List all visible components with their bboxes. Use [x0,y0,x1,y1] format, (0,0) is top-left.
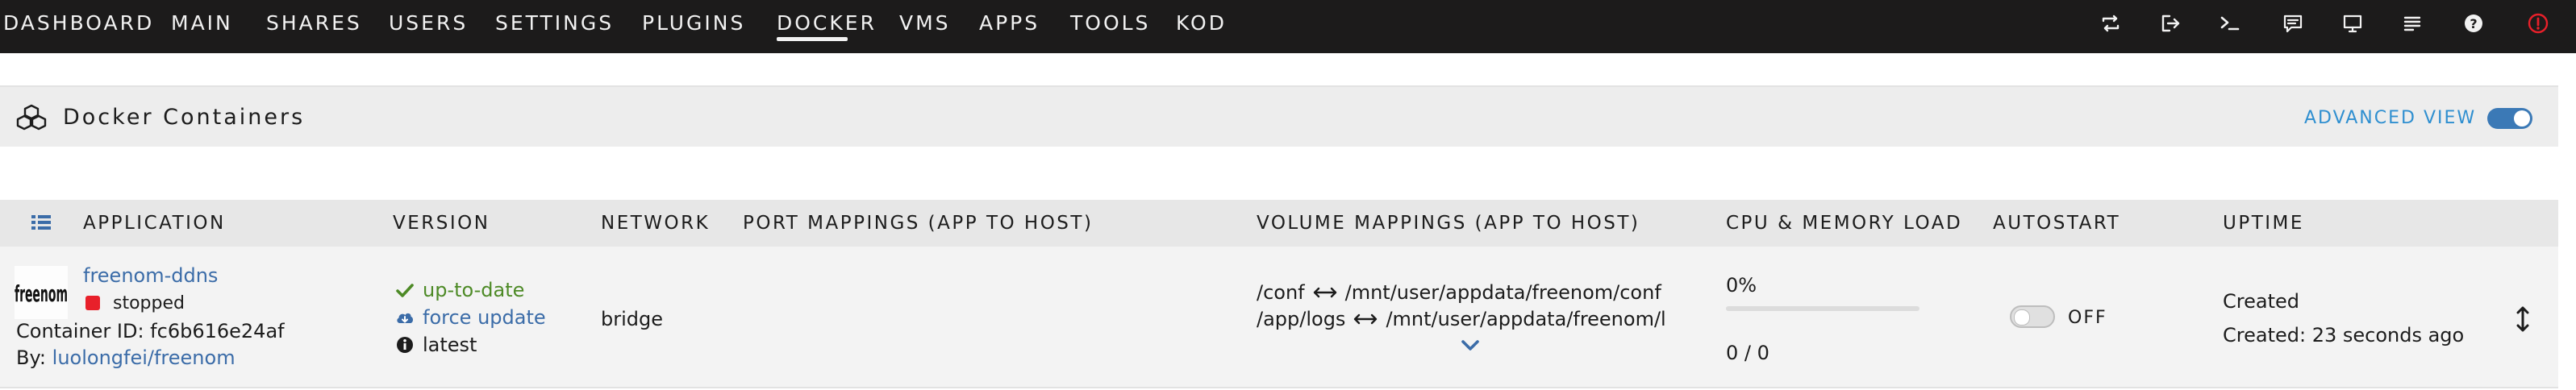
column-header-application[interactable]: APPLICATION [83,213,226,234]
top-navbar: DASHBOARD MAIN SHARES USERS SETTINGS PLU… [0,0,2576,53]
bidirectional-arrow-icon [1311,281,1339,298]
check-icon [395,280,415,300]
autostart-label: OFF [2068,308,2107,328]
nav-item-plugins[interactable]: PLUGINS [642,11,746,35]
container-status-text: stopped [113,293,185,313]
drag-handle-icon[interactable] [2513,305,2532,334]
uptime-detail: Created: 23 seconds ago [2223,324,2465,346]
log-icon[interactable] [2399,10,2426,37]
cloud-download-icon [395,308,415,327]
section-titlebar: Docker Containers ADVANCED VIEW [0,85,2558,147]
switch-icon[interactable] [2097,10,2124,37]
help-icon[interactable]: ? [2460,10,2487,37]
column-header-cpu-memory[interactable]: CPU & MEMORY LOAD [1726,213,1963,234]
container-logo[interactable]: freenom [15,266,68,319]
volume-host-path: /mnt/user/appdata/freenom/conf [1344,281,1661,304]
column-header-volume-mappings[interactable]: VOLUME MAPPINGS (APP TO HOST) [1257,213,1640,234]
bidirectional-arrow-icon [1352,308,1379,325]
status-stopped-indicator [85,296,100,310]
page-title: Docker Containers [63,105,306,130]
network-mode: bridge [601,308,664,330]
container-logo-text: freenom [15,280,68,307]
nav-item-users[interactable]: USERS [389,11,469,35]
nav-item-vms[interactable]: VMS [899,11,951,35]
container-name-link[interactable]: freenom-ddns [83,264,219,287]
logout-icon[interactable] [2157,10,2184,37]
nav-item-apps[interactable]: APPS [979,11,1040,35]
author-link[interactable]: luolongfei/freenom [52,346,236,369]
nav-item-tools[interactable]: TOOLS [1070,11,1151,35]
container-id: Container ID: fc6b616e24af [16,320,285,342]
table-header: APPLICATION VERSION NETWORK PORT MAPPING… [0,200,2558,247]
desktop-icon[interactable] [2339,10,2366,37]
advanced-view-label[interactable]: ADVANCED VIEW [2304,108,2477,128]
volume-app-path: /app/logs [1257,308,1346,330]
table-row: freenom freenom-ddns stopped Container I… [0,247,2558,388]
nav-active-underline [777,37,848,41]
author-by-label: By: [16,346,47,369]
column-header-network[interactable]: NETWORK [601,213,711,234]
autostart-toggle[interactable] [2010,305,2055,328]
alert-icon[interactable] [2524,10,2552,37]
container-author: By: luolongfei/freenom [16,346,236,369]
cpu-load-bar [1726,306,1919,311]
version-status: up-to-date [395,279,524,301]
container-status: stopped [85,293,185,313]
nav-item-docker[interactable]: DOCKER [777,11,877,35]
memory-load: 0 / 0 [1726,342,1769,364]
advanced-view-toggle[interactable] [2487,108,2532,129]
volume-mapping: /conf/mnt/user/appdata/freenom/conf [1257,281,1661,304]
feedback-icon[interactable] [2279,10,2307,37]
nav-item-main[interactable]: MAIN [171,11,233,35]
cpu-load: 0% [1726,274,1757,297]
nav-item-dashboard[interactable]: DASHBOARD [3,11,155,35]
volume-app-path: /conf [1257,281,1305,304]
version-status-text: up-to-date [423,279,525,301]
volume-mapping: /app/logs/mnt/user/appdata/freenom/l [1257,308,1666,330]
nav-item-kod[interactable]: KOD [1176,11,1227,35]
volume-host-path: /mnt/user/appdata/freenom/l [1386,308,1666,330]
column-header-uptime[interactable]: UPTIME [2223,213,2304,234]
info-icon [395,335,415,355]
force-update-text[interactable]: force update [423,306,546,329]
terminal-icon[interactable] [2216,10,2244,37]
cubes-icon [16,103,47,132]
chevron-down-icon[interactable] [1458,337,1482,355]
column-header-port-mappings[interactable]: PORT MAPPINGS (APP TO HOST) [743,213,1094,234]
version-tag-text: latest [423,334,477,356]
column-header-version[interactable]: VERSION [393,213,490,234]
svg-text:?: ? [2470,16,2477,31]
column-header-autostart[interactable]: AUTOSTART [1993,213,2121,234]
force-update-link[interactable]: force update [395,306,546,329]
list-view-icon[interactable] [31,213,52,232]
uptime-status: Created [2223,290,2299,313]
nav-item-settings[interactable]: SETTINGS [495,11,615,35]
version-tag: latest [395,334,477,356]
nav-item-shares[interactable]: SHARES [266,11,362,35]
